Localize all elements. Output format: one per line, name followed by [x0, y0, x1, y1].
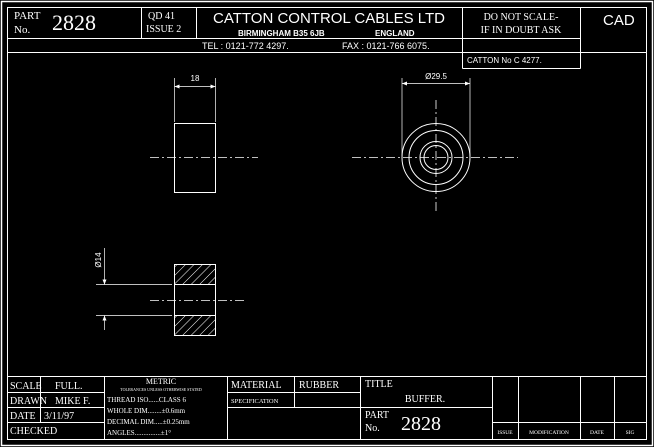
do-not-scale-line2: IF IN DOUBT ASK: [481, 25, 562, 36]
modification-column-header: MODIFICATION: [529, 430, 569, 436]
sig-column-header: SIG: [626, 430, 635, 436]
footer-no-label: No.: [365, 423, 380, 434]
do-not-scale-line1: DO NOT SCALE-: [484, 12, 559, 23]
metric-subtitle: TOLERANCES UNLESS OTHERWISE STATED: [120, 387, 202, 392]
date-label: DATE: [10, 411, 36, 422]
metric-title: METRIC: [146, 377, 176, 386]
tolerance-thread: THREAD ISO......CLASS 6: [107, 396, 186, 404]
company-tel: TEL : 0121-772 4297.: [202, 41, 289, 51]
title-value: BUFFER.: [405, 394, 445, 405]
header-no-label: No.: [14, 24, 30, 36]
company-fax: FAX : 0121-766 6075.: [342, 41, 430, 51]
side-view: 18: [150, 74, 258, 193]
header-issue: ISSUE 2: [146, 24, 181, 35]
issue-column-header: ISSUE: [497, 430, 513, 436]
title-label: TITLE: [365, 379, 393, 390]
date-column-header: DATE: [590, 430, 605, 436]
company-address: BIRMINGHAM B35 6JB: [238, 29, 325, 38]
date-value: 3/11/97: [44, 411, 74, 422]
drawn-label: DRAWN: [10, 396, 47, 407]
footer-part-number: 2828: [401, 413, 441, 435]
scale-value: FULL.: [55, 381, 83, 392]
header-part-number: 2828: [52, 10, 96, 35]
dim-outer-diameter-label: Ø29.5: [425, 72, 447, 81]
section-view: Ø14: [94, 248, 246, 336]
footer-part-label: PART: [365, 410, 389, 421]
title-block: SCALE FULL. DRAWN MIKE F. DATE 3/11/97 C…: [7, 376, 647, 440]
tolerance-angles: ANGLES...............±1°: [107, 429, 171, 437]
tolerance-decimal: DECIMAL DIM.....±0.25mm: [107, 418, 190, 426]
company-name: CATTON CONTROL CABLES LTD: [213, 10, 445, 27]
header-block: PART No. 2828 QD 41 ISSUE 2 CATTON CONTR…: [7, 7, 647, 69]
inner-border: [7, 7, 647, 440]
header-part-label: PART: [14, 10, 41, 22]
specification-label: SPECIFICATION: [231, 398, 279, 405]
material-label: MATERIAL: [231, 380, 282, 391]
catton-number: CATTON No C 4277.: [467, 56, 542, 65]
tolerance-whole: WHOLE DIM........±0.6mm: [107, 407, 186, 415]
material-value: RUBBER: [299, 380, 339, 391]
scale-label: SCALE: [10, 381, 42, 392]
dim-width-label: 18: [191, 74, 200, 83]
end-view: Ø29.5: [352, 72, 518, 213]
dim-inner-diameter-label: Ø14: [94, 252, 103, 268]
drawn-value: MIKE F.: [55, 396, 90, 407]
checked-label: CHECKED: [10, 426, 57, 437]
cad-label: CAD: [603, 12, 635, 29]
company-country: ENGLAND: [375, 29, 415, 38]
header-qd: QD 41: [148, 11, 175, 22]
